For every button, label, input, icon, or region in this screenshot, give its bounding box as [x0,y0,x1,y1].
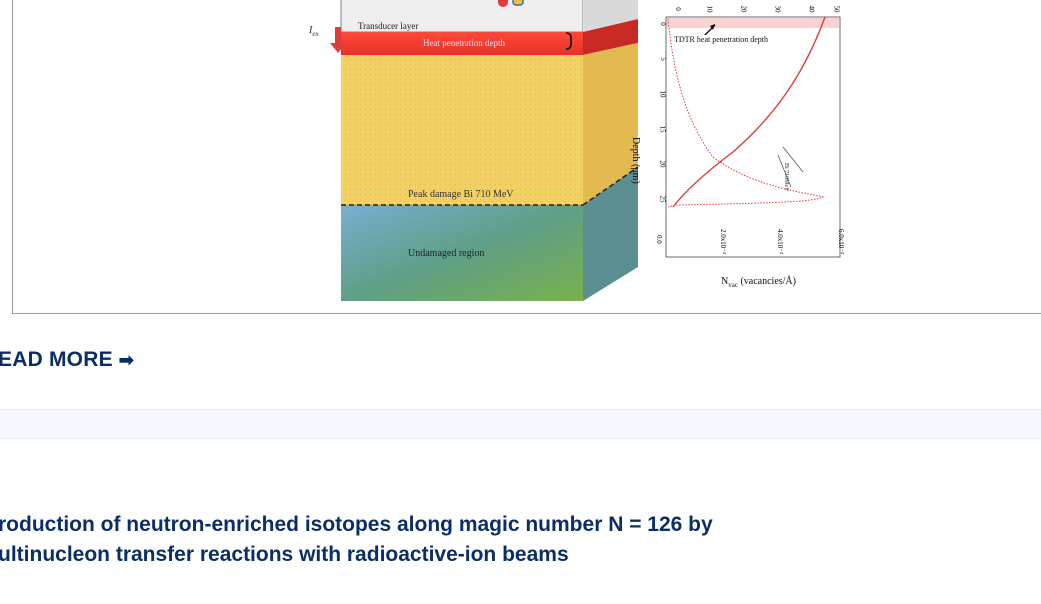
y-axis-label: Depth (μm) [630,137,641,184]
section-divider [0,409,1041,439]
x-tick-0: 0.0 [655,235,663,244]
heat-depth-label: Heat penetration depth [423,38,505,48]
y-tick-5: 5 [658,57,667,61]
top-tick-40: 40 [807,5,816,13]
excitation-symbol: I [309,25,313,36]
undamaged-label: Undamaged region [408,248,485,259]
top-tick-30: 30 [773,5,782,13]
read-more-label: EAD MORE [0,348,113,371]
article-title[interactable]: roduction of neutron-enriched isotopes a… [0,510,998,570]
excitation-marker: Iex [309,25,319,38]
excitation-subscript: ex [312,30,319,38]
article-title-line-2: ultinucleon transfer reactions with radi… [0,543,569,566]
arrow-right-icon: ➡ [118,349,135,370]
x-axis-label-rest: (vacancies/Å) [737,276,796,287]
x-axis-label: Nvac (vacancies/Å) [721,276,796,289]
figure-illustration [330,0,841,301]
top-tick-10: 10 [705,5,714,13]
top-tick-20: 20 [739,5,748,13]
article-title-line-1: roduction of neutron-enriched isotopes a… [0,513,713,536]
x-tick-6e-3: 6.0x10⁻³ [837,229,845,255]
y-tick-25: 25 [658,195,667,203]
x-axis-label-sub: vac [728,281,738,289]
x-tick-4e-3: 4.0x10⁻³ [776,229,784,255]
peak-damage-label: Peak damage Bi 710 MeV [408,189,514,200]
top-tick-50: 50 [832,5,841,13]
top-tick-0: 0 [673,7,682,11]
bi-annotation: Bi 710MeV [783,163,789,192]
x-axis-label-main: N [721,276,729,287]
transducer-label: Transducer layer [358,21,419,31]
article-figure: Transducer layer Heat penetration depth … [12,0,1041,314]
tdtr-annotation: TDTR heat penetration depth [673,35,769,44]
y-tick-15: 15 [658,125,667,133]
y-tick-20: 20 [658,160,667,168]
y-tick-0: 0 [658,22,667,26]
y-tick-10: 10 [658,90,667,98]
read-more-link[interactable]: EAD MORE ➡ [0,348,134,372]
x-tick-2e-3: 2.0x10⁻³ [719,229,727,255]
